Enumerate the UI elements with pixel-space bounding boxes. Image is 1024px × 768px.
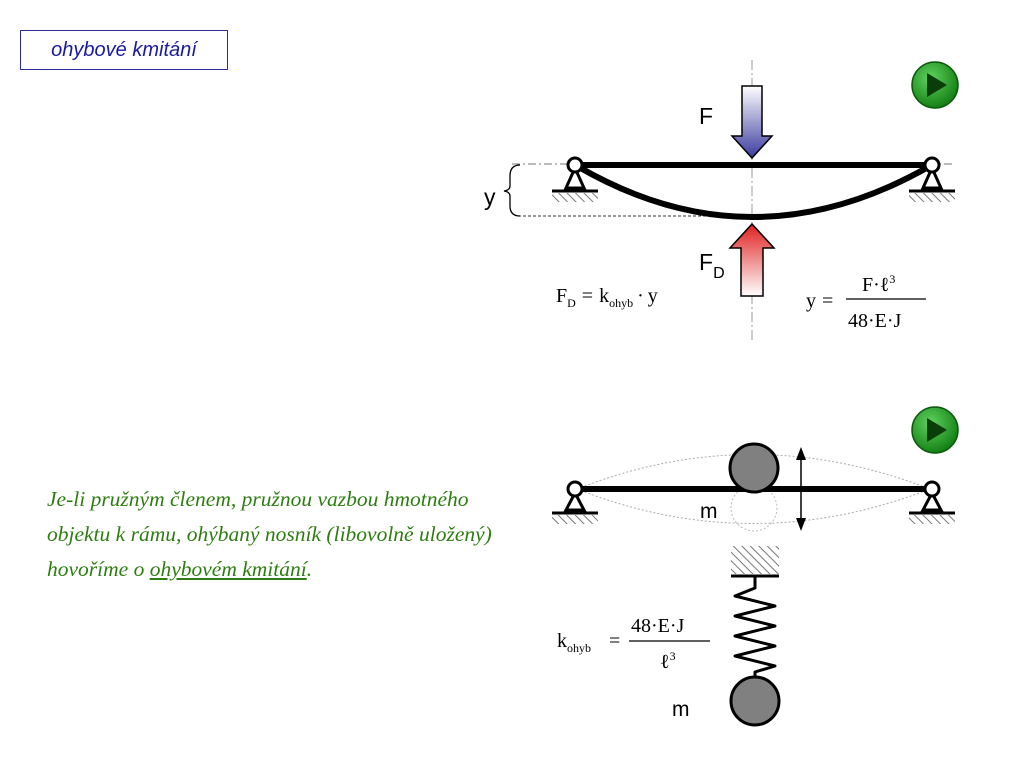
oscillation-arrow (796, 447, 806, 531)
reaction-force-label: FD (699, 249, 725, 282)
bottom-left-pin (566, 480, 584, 498)
reaction-formula: FD=kohyb·y (556, 285, 658, 310)
mass-label-beam: m (700, 500, 718, 523)
svg-text:F·ℓ3: F·ℓ3 (862, 272, 895, 296)
svg-text:ℓ3: ℓ3 (660, 649, 676, 673)
svg-text:48·E·J: 48·E·J (631, 615, 685, 637)
bottom-right-support (909, 489, 955, 524)
ghost-mass-lower (730, 484, 778, 532)
play-icon (927, 418, 947, 442)
description-term: ohybovém kmitání (149, 557, 307, 581)
reaction-force-arrow (728, 222, 776, 297)
play-button-bottom[interactable] (911, 406, 959, 454)
description-body: Je-li pružným členem, pružnou vazbou hmo… (47, 487, 492, 581)
deflection-brace (503, 164, 521, 217)
svg-text:y: y (806, 290, 816, 312)
top-beam-diagram: y F FD FD=kohyb·y y = F·ℓ3 48·E·J (484, 60, 955, 340)
mass-on-spring (729, 675, 781, 727)
lower-deflection-envelope (576, 488, 931, 524)
mass-label-spring: m (672, 698, 690, 721)
bottom-right-pin (923, 480, 941, 498)
right-support (909, 164, 955, 202)
slide-title: ohybové kmitání (20, 30, 228, 70)
right-pin (923, 156, 941, 174)
spring-mount (731, 546, 779, 574)
deflection-formula: y = F·ℓ3 48·E·J (806, 272, 926, 332)
bottom-beam-diagram: m m kohyb = 48·E·J ℓ3 (552, 442, 955, 727)
deflection-label: y (484, 184, 496, 210)
play-button-top[interactable] (911, 61, 959, 109)
force-label: F (699, 103, 713, 129)
play-icon (927, 73, 947, 97)
left-pin (566, 156, 584, 174)
svg-text:=: = (822, 290, 833, 312)
left-support (552, 164, 598, 202)
spring (733, 576, 777, 680)
svg-text:48·E·J: 48·E·J (848, 310, 902, 332)
svg-text:=: = (609, 630, 620, 652)
description-text: Je-li pružným členem, pružnou vazbou hmo… (47, 482, 497, 587)
deflected-beam (575, 163, 932, 220)
bottom-left-support (552, 489, 598, 524)
stiffness-formula: kohyb = 48·E·J ℓ3 (557, 615, 710, 673)
mass-on-beam (728, 442, 780, 494)
description-end: . (306, 557, 313, 581)
svg-text:kohyb: kohyb (557, 630, 591, 655)
force-arrow (730, 85, 774, 160)
